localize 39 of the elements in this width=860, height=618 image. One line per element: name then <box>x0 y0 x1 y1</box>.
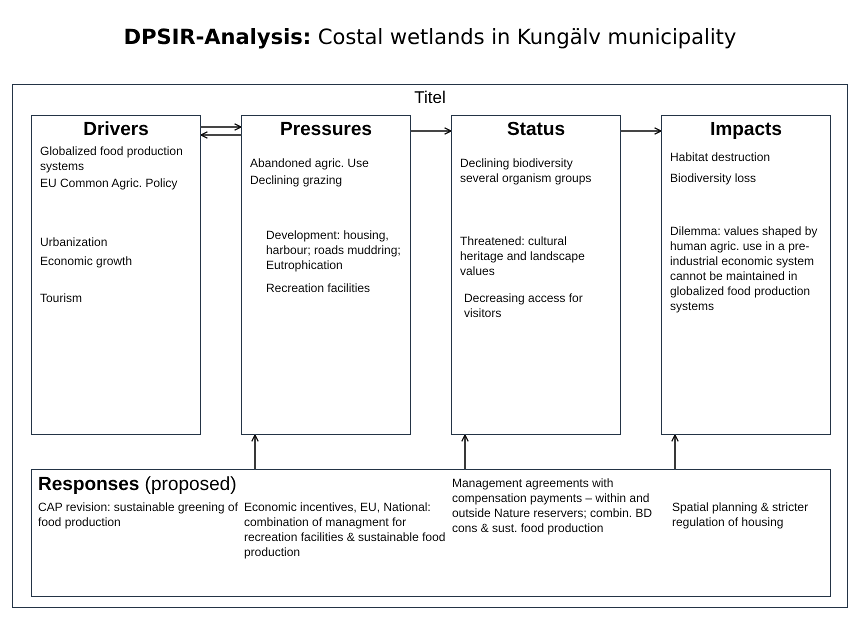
box-text: Globalized food production systems <box>40 144 184 174</box>
box-text: Declining biodiversity several organism groups <box>460 156 592 186</box>
frame <box>12 84 848 608</box>
box-text: Tourism <box>40 291 82 306</box>
box-heading: Impacts <box>710 118 782 142</box>
diagram-title: DPSIR-Analysis: Costal wetlands in Kungälv municipality <box>124 24 736 51</box>
box-text: Dilemma: values shaped by human agric. use in a pre-industrial economic system cannot be maintained in globalized food production systems <box>670 224 818 314</box>
category-box <box>31 115 201 435</box>
box-text: Habitat destruction <box>670 150 770 165</box>
box-text: Decreasing access for visitors <box>464 291 584 321</box>
category-box <box>661 115 831 435</box>
box-text: Spatial planning & stricter regulation of housing <box>672 500 810 530</box>
box-text: CAP revision: sustainable greening of food production <box>38 500 238 530</box>
box-text: Urbanization <box>40 235 108 250</box>
arrow <box>461 434 469 469</box>
arrow <box>621 127 662 135</box>
box-heading: Pressures <box>280 118 372 142</box>
box-text: Economic growth <box>40 254 132 269</box>
arrow <box>251 434 259 469</box>
arrow <box>411 127 452 135</box>
box-text: Economic incentives, EU, National: combination of managment for recreation facilities & sustainable food production <box>244 500 446 560</box>
box-text: Abandoned agric. Use <box>250 156 369 171</box>
box-heading: Status <box>506 118 566 142</box>
frame-title: Titel <box>414 87 446 109</box>
arrow <box>671 434 679 469</box>
category-box <box>451 115 621 435</box>
box-text: EU Common Agric. Policy <box>40 176 178 191</box>
arrow <box>200 131 241 139</box>
category-box <box>241 115 411 435</box>
box-text: Threatened: cultural heritage and landscape values <box>460 234 586 279</box>
arrow <box>201 123 242 131</box>
box-text: Recreation facilities <box>266 281 370 296</box>
box-text: Declining grazing <box>250 173 342 188</box>
box-heading: Responses (proposed) <box>38 474 238 496</box>
box-text: Management agreements with compensation payments – within and outside Nature reservers; combin. BD cons & sust. food production <box>452 476 654 536</box>
box-text: Development: housing, harbour; roads muddring; Eutrophication <box>266 228 402 273</box>
responses-box <box>31 469 831 597</box>
box-text: Biodiversity loss <box>670 171 756 186</box>
box-heading: Drivers <box>83 118 149 142</box>
